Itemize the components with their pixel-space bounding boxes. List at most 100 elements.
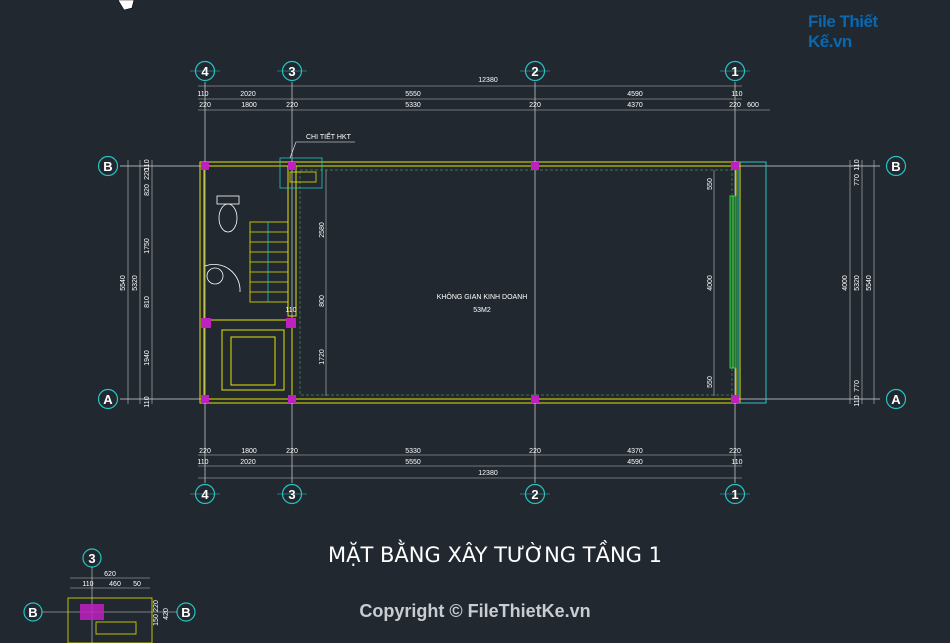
svg-text:110: 110 <box>82 581 93 588</box>
sink-icon <box>204 264 241 293</box>
svg-text:220: 220 <box>153 600 160 612</box>
detail-marker <box>279 141 355 189</box>
axis-markers-top: 4 3 2 1 <box>190 60 750 82</box>
axis-label-A-right: A <box>891 392 901 407</box>
bottom-dimensions: 220 1800 220 5330 220 4370 220 110 2020 … <box>197 448 742 477</box>
svg-text:110: 110 <box>285 307 296 314</box>
walls <box>199 161 741 404</box>
svg-text:4590: 4590 <box>627 91 643 98</box>
toilet-icon <box>216 195 240 233</box>
columns <box>201 162 739 403</box>
axis-markers-rows: B A B A <box>97 155 907 410</box>
brand-logo: File Thiết Kế.vn <box>808 12 922 51</box>
svg-text:5330: 5330 <box>405 448 421 455</box>
staircase <box>249 221 289 303</box>
svg-text:110: 110 <box>854 159 861 170</box>
top-dimension-lines <box>127 85 875 479</box>
svg-text:5330: 5330 <box>405 102 421 109</box>
svg-text:220: 220 <box>529 448 541 455</box>
svg-text:770: 770 <box>854 174 861 186</box>
svg-text:5320: 5320 <box>132 275 139 291</box>
svg-text:5550: 5550 <box>405 459 421 466</box>
top-dimensions: 12380 110 2020 5550 4590 110 220 1800 22… <box>197 77 759 109</box>
svg-text:110: 110 <box>197 91 208 98</box>
inner-outline <box>299 169 733 396</box>
brand-logo-suffix: .vn <box>828 32 853 51</box>
axis-marker-1-top: 1 <box>720 60 750 82</box>
svg-text:220: 220 <box>729 448 741 455</box>
axis-label-3: 3 <box>288 64 295 79</box>
detail-row-label-left: B <box>28 605 37 620</box>
svg-text:220: 220 <box>529 102 541 109</box>
svg-text:1800: 1800 <box>241 102 257 109</box>
room-area: 53M2 <box>473 307 491 314</box>
axis-label-4: 4 <box>201 64 209 79</box>
axis-label-1: 1 <box>731 64 738 79</box>
svg-text:5540: 5540 <box>120 275 127 291</box>
axis-markers-bottom: 4 3 2 1 <box>190 483 750 505</box>
axis-marker-4-top: 4 <box>190 60 220 82</box>
svg-text:1800: 1800 <box>241 448 257 455</box>
axis-label-B-right: B <box>891 159 900 174</box>
svg-text:620: 620 <box>104 571 116 578</box>
axis-label-2: 2 <box>531 64 538 79</box>
svg-text:550: 550 <box>707 376 714 388</box>
svg-text:2020: 2020 <box>240 459 256 466</box>
axis-label-1-bottom: 1 <box>731 487 738 502</box>
interior-dimensions: 2580 800 1720 110 550 4000 550 <box>285 170 715 396</box>
brand-logo-text: File Thiết Kế <box>808 12 878 51</box>
axis-label-4-bottom: 4 <box>201 487 209 502</box>
svg-text:4370: 4370 <box>627 448 643 455</box>
axis-marker-3-top: 3 <box>277 60 307 82</box>
svg-text:110: 110 <box>731 91 742 98</box>
svg-text:220: 220 <box>286 448 298 455</box>
hand-cursor-icon <box>117 0 135 11</box>
window-right <box>729 195 737 369</box>
svg-text:600: 600 <box>747 102 759 109</box>
svg-text:420: 420 <box>163 608 170 620</box>
detail-axis-label: 3 <box>88 551 95 566</box>
svg-text:2580: 2580 <box>319 222 326 238</box>
svg-text:220: 220 <box>199 448 211 455</box>
copyright-text: Copyright © FileThietKe.vn <box>359 601 590 621</box>
dim-top-total: 12380 <box>478 77 498 84</box>
left-dimensions: 5540 5320 110 220 820 1750 810 1940 110 <box>120 159 151 407</box>
svg-text:5540: 5540 <box>866 275 873 291</box>
svg-text:810: 810 <box>144 296 151 308</box>
svg-text:110: 110 <box>197 459 208 466</box>
svg-text:110: 110 <box>854 395 861 406</box>
svg-text:4590: 4590 <box>627 459 643 466</box>
svg-text:550: 550 <box>707 178 714 190</box>
svg-text:1720: 1720 <box>319 349 326 365</box>
svg-text:2020: 2020 <box>240 91 256 98</box>
svg-text:220: 220 <box>199 102 211 109</box>
room-label: KHÔNG GIAN KINH DOANH <box>437 292 528 301</box>
svg-text:4000: 4000 <box>707 275 714 291</box>
axis-label-B-left: B <box>103 159 112 174</box>
svg-text:220: 220 <box>286 102 298 109</box>
svg-text:820: 820 <box>144 184 151 196</box>
svg-text:5550: 5550 <box>405 91 421 98</box>
svg-text:770: 770 <box>854 380 861 392</box>
svg-text:110: 110 <box>144 159 151 170</box>
balcony-outline <box>737 161 767 404</box>
axis-marker-2-top: 2 <box>520 60 550 82</box>
axis-label-2-bottom: 2 <box>531 487 538 502</box>
right-dimensions: 5540 5320 110 770 4000 770 110 <box>842 159 873 406</box>
svg-text:5320: 5320 <box>854 275 861 291</box>
svg-text:460: 460 <box>109 581 121 588</box>
svg-text:4370: 4370 <box>627 102 643 109</box>
detail-section: 3 B B 620 110 460 50 150 220 420 <box>23 548 196 643</box>
drawing-title: MẶT BẰNG XÂY TƯỜNG TẦNG 1 <box>328 539 662 567</box>
svg-text:4000: 4000 <box>842 275 849 291</box>
svg-text:110: 110 <box>731 459 742 466</box>
svg-text:110: 110 <box>144 396 151 407</box>
axis-label-A-left: A <box>103 392 113 407</box>
detail-label: CHI TIẾT HKT <box>306 131 352 141</box>
svg-text:150: 150 <box>153 614 160 626</box>
svg-text:220: 220 <box>144 168 151 180</box>
svg-text:1750: 1750 <box>144 238 151 254</box>
dim-bottom-total: 12380 <box>478 470 498 477</box>
svg-text:50: 50 <box>133 581 141 588</box>
